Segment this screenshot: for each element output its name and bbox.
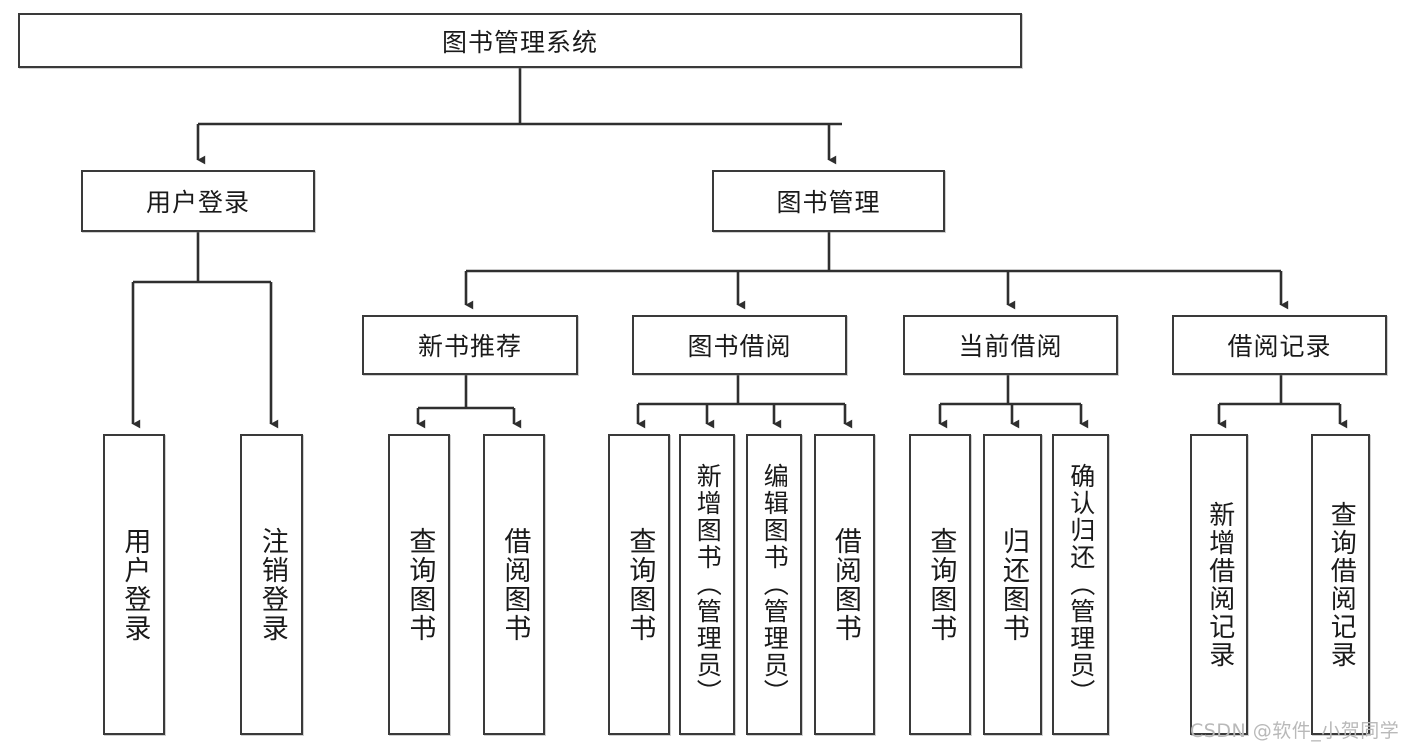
leaf-query-record-label: 查询借阅记录: [1326, 500, 1357, 669]
leaf-confirm-return[interactable]: 确认归还（管理员）: [1052, 434, 1109, 735]
leaf-query-book-1[interactable]: 查询图书: [388, 434, 450, 735]
leaf-borrow-book-1-label: 借阅图书: [499, 526, 531, 643]
node-root-label: 图书管理系统: [441, 27, 598, 57]
leaf-logout-label: 注销登录: [256, 526, 288, 643]
leaf-user-login-label: 用户登录: [119, 526, 151, 643]
leaf-borrow-book-2-label: 借阅图书: [829, 526, 861, 643]
node-borrow-record[interactable]: 借阅记录: [1172, 315, 1387, 375]
leaf-query-book-2-label: 查询图书: [624, 526, 656, 643]
leaf-borrow-book-1[interactable]: 借阅图书: [483, 434, 545, 735]
leaf-query-book-2[interactable]: 查询图书: [608, 434, 670, 735]
leaf-edit-book[interactable]: 编辑图书（管理员）: [746, 434, 802, 735]
node-root[interactable]: 图书管理系统: [18, 13, 1022, 68]
leaf-query-book-3-label: 查询图书: [925, 526, 957, 643]
leaf-logout[interactable]: 注销登录: [240, 434, 303, 735]
node-book-borrow-label: 图书借阅: [687, 332, 792, 361]
node-current-borrow-label: 当前借阅: [958, 332, 1063, 361]
node-book-management[interactable]: 图书管理: [712, 170, 945, 232]
node-book-management-label: 图书管理: [776, 188, 881, 217]
leaf-return-book[interactable]: 归还图书: [983, 434, 1042, 735]
node-current-borrow[interactable]: 当前借阅: [903, 315, 1118, 375]
node-new-book-recommend[interactable]: 新书推荐: [362, 315, 578, 375]
leaf-query-book-3[interactable]: 查询图书: [909, 434, 971, 735]
leaf-add-record[interactable]: 新增借阅记录: [1190, 434, 1248, 735]
leaf-confirm-return-label: 确认归还（管理员）: [1066, 463, 1096, 706]
leaf-query-book-1-label: 查询图书: [404, 526, 436, 643]
leaf-query-record[interactable]: 查询借阅记录: [1311, 434, 1370, 735]
leaf-borrow-book-2[interactable]: 借阅图书: [814, 434, 875, 735]
node-new-book-recommend-label: 新书推荐: [417, 332, 522, 361]
leaf-add-book-label: 新增图书（管理员）: [693, 463, 723, 706]
csdn-watermark: CSDN @软件_小贺同学: [1190, 720, 1400, 742]
leaf-add-book[interactable]: 新增图书（管理员）: [679, 434, 735, 735]
leaf-return-book-label: 归还图书: [997, 526, 1029, 643]
node-borrow-record-label: 借阅记录: [1227, 332, 1332, 361]
leaf-add-record-label: 新增借阅记录: [1204, 500, 1235, 669]
node-user-login-label: 用户登录: [145, 188, 250, 217]
node-book-borrow[interactable]: 图书借阅: [632, 315, 847, 375]
leaf-edit-book-label: 编辑图书（管理员）: [760, 463, 790, 706]
leaf-user-login[interactable]: 用户登录: [103, 434, 165, 735]
node-user-login[interactable]: 用户登录: [81, 170, 315, 232]
